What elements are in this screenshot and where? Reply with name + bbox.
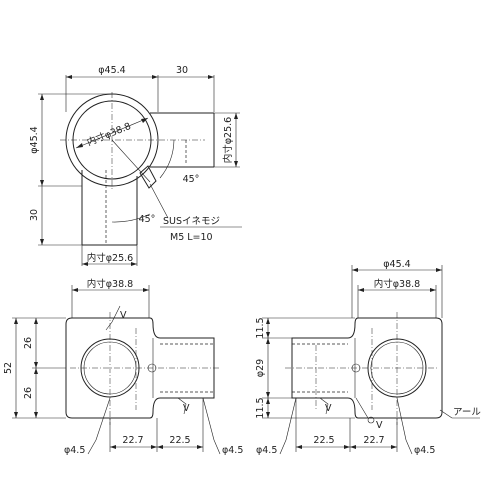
top-angle-2-label: 45° — [139, 214, 156, 225]
side-pipe-dia-label: φ29 — [255, 359, 266, 377]
side-x1-label: 22.5 — [313, 435, 334, 446]
side-hole-right-label: φ4.5 — [414, 445, 435, 456]
front-upper-height-label: 26 — [23, 337, 34, 349]
top-branch-length-label: 30 — [176, 65, 188, 76]
side-v-mark-2: V — [376, 420, 383, 431]
side-inner-dia-label: 内寸φ38.8 — [374, 278, 420, 290]
top-leg-length-label: 30 — [29, 209, 40, 221]
front-total-height-label: 52 — [3, 362, 14, 374]
front-view: 内寸φ38.8 V 52 26 26 V φ4.5 φ4.5 — [3, 278, 243, 456]
top-view: φ45.4 30 φ45.4 30 内寸φ38.8 内寸φ25.6 45° 45… — [29, 65, 242, 266]
top-inner-dia-label: 内寸φ38.8 — [85, 120, 133, 149]
front-hole-right-label: φ4.5 — [222, 445, 243, 456]
top-inner-right-label: 内寸φ25.6 — [222, 117, 234, 163]
top-angle-1-label: 45° — [183, 174, 200, 185]
side-outer-dia-label: φ45.4 — [383, 259, 410, 270]
top-inner-bottom-label: 内寸φ25.6 — [87, 252, 133, 264]
side-hole-left-label: φ4.5 — [256, 445, 277, 456]
front-hole-left-label: φ4.5 — [64, 445, 85, 456]
screw-spec-line-2: M5 L=10 — [170, 232, 213, 243]
front-inner-dia-label: 内寸φ38.8 — [87, 278, 133, 290]
front-x1-label: 22.7 — [122, 435, 143, 446]
side-v-mark-1: V — [325, 403, 332, 414]
front-lower-height-label: 26 — [23, 387, 34, 399]
side-top-gap-label: 11.5 — [255, 317, 266, 338]
side-x2-label: 22.7 — [363, 435, 384, 446]
top-outer-dia-vertical-label: φ45.4 — [29, 126, 40, 153]
screw-icon — [139, 165, 157, 189]
front-x2-label: 22.5 — [169, 435, 190, 446]
front-v-mark-2: V — [183, 403, 190, 414]
top-outer-dia-label: φ45.4 — [98, 65, 125, 76]
side-view: φ45.4 内寸φ38.8 11.5 φ29 11.5 V V アール — [255, 259, 481, 456]
side-radius-note: アール — [453, 407, 481, 418]
side-bottom-gap-label: 11.5 — [255, 397, 266, 418]
screw-spec-line-1: SUSイネモジ — [163, 216, 220, 227]
front-v-mark-1: V — [120, 310, 127, 321]
